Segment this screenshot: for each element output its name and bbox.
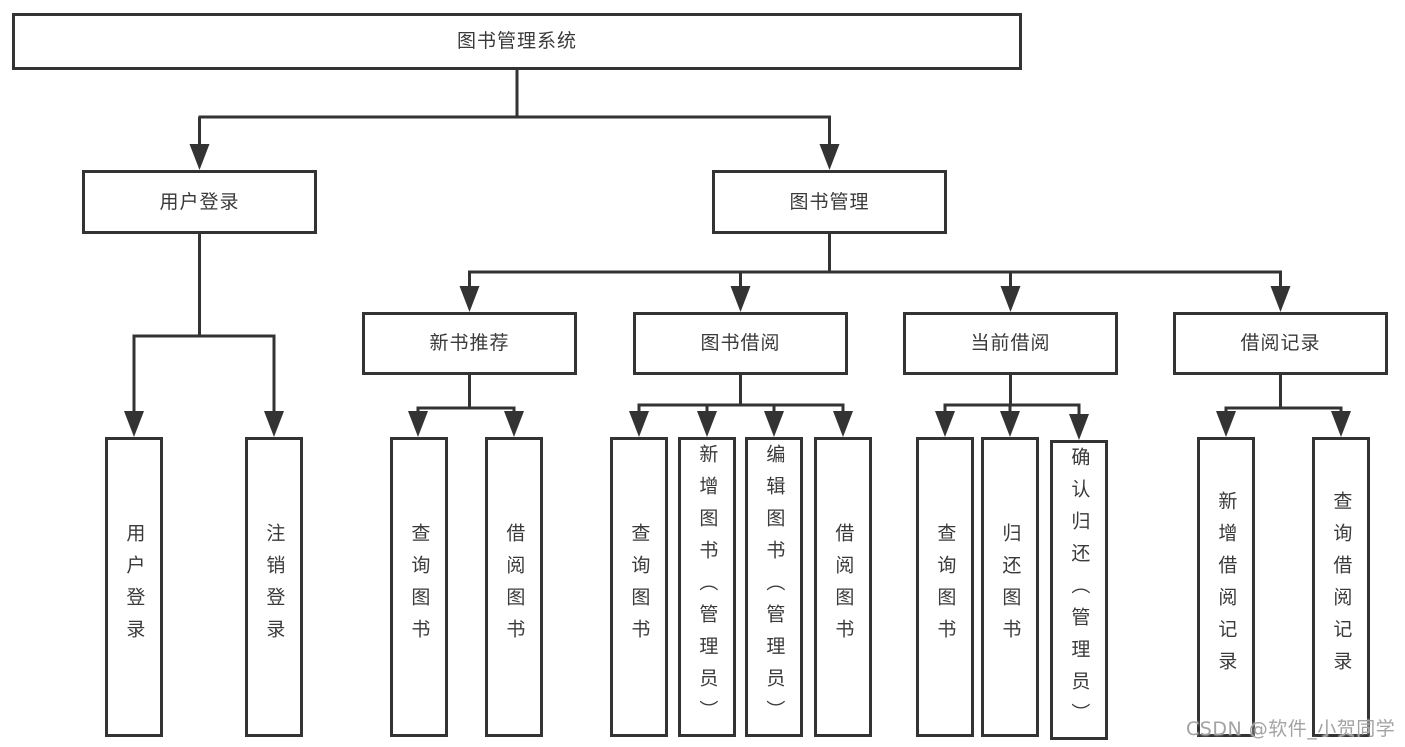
arrowhead xyxy=(697,411,717,437)
node-leaf-borrow-books-1: 借阅图书 xyxy=(485,437,543,737)
node-leaf-return-book: 归还图书 xyxy=(981,437,1039,737)
node-leaf-user-login: 用户登录 xyxy=(105,437,163,737)
watermark: CSDN @软件_小贺同学 xyxy=(1186,718,1396,740)
node-leaf-add-borrow-record: 新增借阅记录 xyxy=(1197,437,1255,737)
edge-user-login-to-leaves xyxy=(132,234,276,416)
edge-current-borrow-to-leaves xyxy=(943,375,1081,419)
node-leaf-query-borrow-record: 查询借阅记录 xyxy=(1312,437,1370,737)
node-leaf-add-book-admin: 新增图书（管理员） xyxy=(678,437,736,737)
node-root: 图书管理系统 xyxy=(12,13,1022,70)
arrowhead xyxy=(1000,286,1021,312)
node-book-borrow: 图书借阅 xyxy=(633,312,848,375)
node-borrow-records: 借阅记录 xyxy=(1173,312,1388,375)
arrowhead xyxy=(264,411,284,437)
node-leaf-confirm-return-admin: 确认归还（管理员） xyxy=(1050,440,1108,740)
arrowhead xyxy=(1331,411,1351,437)
node-current-borrow: 当前借阅 xyxy=(903,312,1118,375)
edge-new-book-recommend-to-leaves xyxy=(416,375,516,416)
arrowhead xyxy=(1216,411,1236,437)
arrowhead xyxy=(1000,411,1020,437)
arrowhead xyxy=(504,411,524,437)
node-leaf-edit-book-admin: 编辑图书（管理员） xyxy=(745,437,803,737)
arrowheads xyxy=(124,144,1351,440)
arrowhead xyxy=(408,411,428,437)
arrowhead xyxy=(764,411,784,437)
edge-book-management-to-level3 xyxy=(468,234,1282,292)
edge-book-borrow-to-leaves xyxy=(637,375,845,416)
arrowhead xyxy=(819,144,840,170)
arrowhead xyxy=(833,411,853,437)
node-leaf-logout: 注销登录 xyxy=(245,437,303,737)
node-book-management: 图书管理 xyxy=(712,170,947,234)
node-new-book-recommend: 新书推荐 xyxy=(362,312,577,375)
arrowhead xyxy=(1270,286,1291,312)
arrowhead xyxy=(730,286,751,312)
node-user-login: 用户登录 xyxy=(82,170,317,234)
node-leaf-query-books-3: 查询图书 xyxy=(916,437,974,737)
arrowhead xyxy=(629,411,649,437)
node-leaf-query-books-2: 查询图书 xyxy=(610,437,668,737)
arrowhead xyxy=(459,286,480,312)
arrowhead xyxy=(124,411,144,437)
arrowhead xyxy=(1069,414,1089,440)
node-leaf-query-books-1: 查询图书 xyxy=(390,437,448,737)
arrowhead xyxy=(935,411,955,437)
node-leaf-borrow-books-2: 借阅图书 xyxy=(814,437,872,737)
arrowhead xyxy=(189,144,210,170)
edge-borrow-records-to-leaves xyxy=(1224,375,1343,416)
edge-root-to-level2 xyxy=(198,70,831,150)
